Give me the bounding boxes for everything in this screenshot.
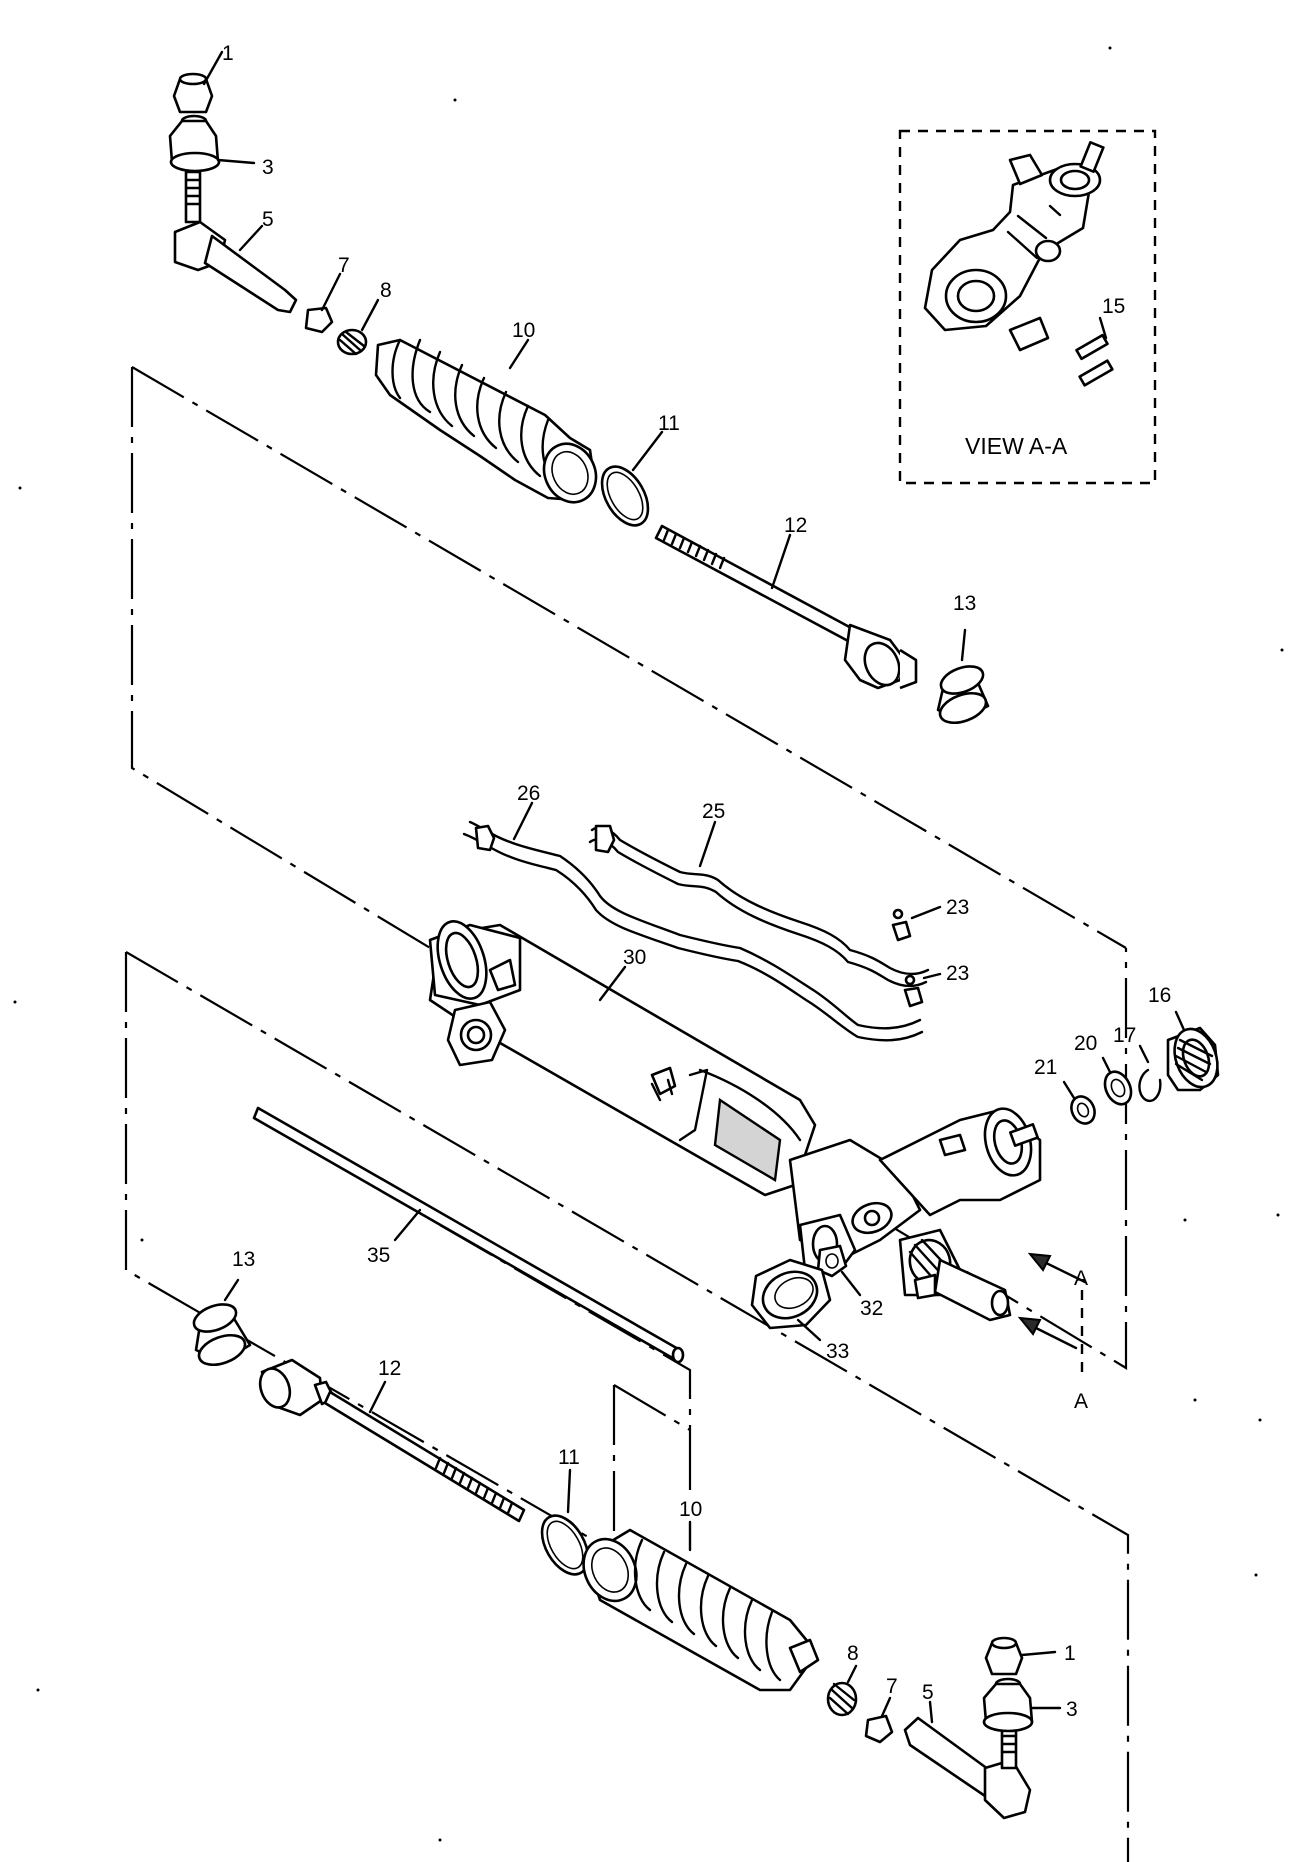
callout-3-top: 3 [262,156,274,179]
section-a-upper: A [1074,1267,1088,1290]
callout-23-lower: 23 [946,962,969,985]
view-a-a-box: 15 VIEW A-A [898,129,1157,485]
callout-13-bottom: 13 [232,1248,255,1271]
pipe-25: 25 [588,800,930,988]
upper-boot-clamp: 11 [600,412,680,527]
callout-20: 20 [1074,1032,1097,1055]
view-a-a-title: VIEW A-A [965,433,1068,459]
upper-jam-nut: 7 [304,254,350,334]
callout-7-bottom: 7 [886,1675,898,1698]
callout-5-bottom: 5 [922,1681,934,1704]
upper-small-clamp: 8 [336,279,392,356]
callout-13-top: 13 [953,592,976,615]
callout-15: 15 [1102,295,1125,318]
lower-boot: 10 [582,1498,820,1692]
upper-tie-rod-end-boot: 3 [168,114,274,179]
lower-tie-rod-end: 5 [903,1681,1032,1820]
upper-boot: 10 [374,319,598,504]
bearing-21: 21 [1034,1056,1096,1125]
callout-7-top: 7 [338,254,350,277]
callout-16: 16 [1148,984,1171,1007]
gear-housing: 30 [428,920,817,1197]
lower-boundary-lines [124,951,1130,1862]
adjuster-plug-16: 16 [1148,984,1220,1092]
scan-specks [13,46,1284,1842]
pin-15-detail: 15 [1075,295,1125,387]
section-marker-upper: A [1027,1252,1088,1375]
upper-inner-tie-rod: 12 [654,514,918,690]
callout-10-top: 10 [512,319,535,342]
callout-8-top: 8 [380,279,392,302]
seal-20: 20 [1074,1032,1133,1106]
callout-21: 21 [1034,1056,1057,1079]
section-a-lower: A [1074,1390,1088,1413]
lower-inner-tie-rod: 12 [258,1357,526,1523]
pipe-26: 26 [462,782,924,1042]
callout-1-bottom: 1 [1064,1642,1076,1665]
fitting-23-lower: 23 [903,962,969,1008]
lower-small-clamp: 8 [826,1642,859,1717]
callout-17: 17 [1113,1024,1136,1047]
callout-30: 30 [623,946,646,969]
callout-35: 35 [367,1244,390,1267]
upper-tie-rod-end: 5 [173,170,298,314]
callout-33: 33 [826,1340,849,1363]
valve-housing-detail [923,141,1105,352]
upper-tie-rod-end-nut: 1 [172,42,234,114]
callout-11-top: 11 [658,412,680,435]
callout-8-bottom: 8 [847,1642,859,1665]
lower-tie-rod-end-nut: 1 [984,1636,1076,1676]
valve-body [788,1107,1042,1322]
callout-1-top: 1 [222,42,234,65]
lower-tie-rod-end-boot: 3 [982,1677,1078,1733]
nut-32: 32 [816,1244,883,1320]
callout-11-bottom: 11 [558,1446,580,1469]
callout-23-upper: 23 [946,896,969,919]
callout-5-top: 5 [262,208,274,231]
retaining-ring-17: 17 [1113,1024,1162,1103]
callout-12-bottom: 12 [378,1357,401,1380]
callout-32: 32 [860,1297,883,1320]
cap-33: 33 [750,1258,849,1363]
lower-boot-clamp: 11 [540,1446,590,1576]
lower-jam-nut: 7 [864,1675,898,1744]
section-marker-lower: A [1017,1316,1088,1413]
callout-12-top: 12 [784,514,807,537]
rack-35: 35 [252,1106,685,1364]
upper-shock-damper: 13 [936,592,990,725]
callout-26: 26 [517,782,540,805]
callout-25: 25 [702,800,725,823]
callout-3-bottom: 3 [1066,1698,1078,1721]
fitting-23-upper: 23 [891,896,969,942]
lower-shock-damper: 13 [192,1248,255,1367]
callout-10-bottom: 10 [679,1498,702,1521]
